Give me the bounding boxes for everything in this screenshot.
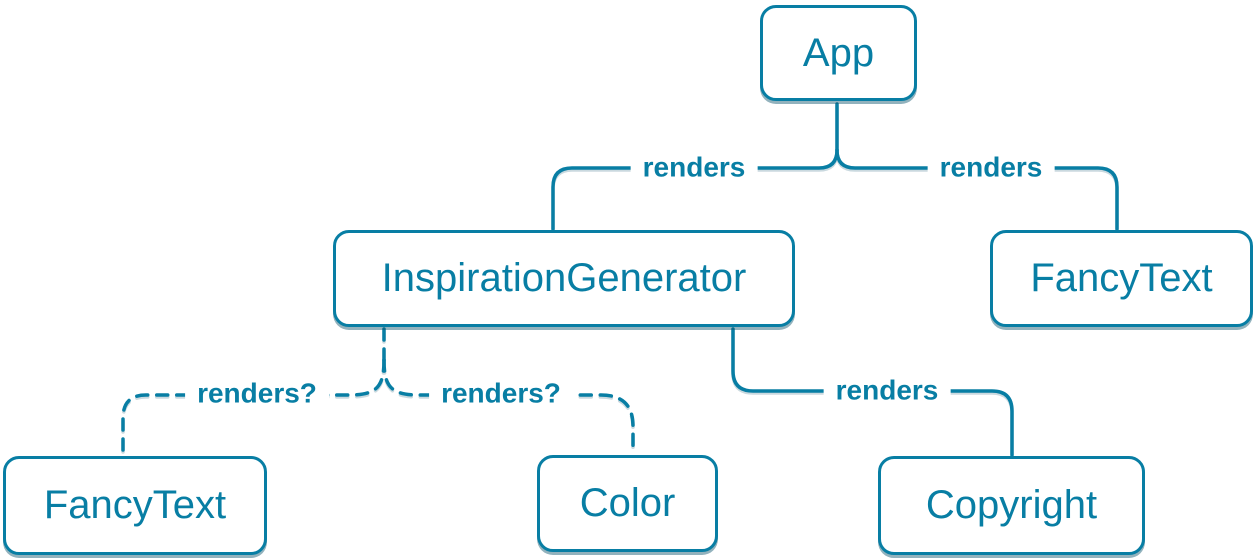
edge-label-renders: renders	[823, 375, 951, 407]
edge-label-renders: renders	[927, 152, 1055, 184]
edge-app-inspirationgenerator	[551, 148, 839, 231]
node-app: App	[760, 5, 917, 101]
edge-label-renders-conditional: renders?	[429, 378, 573, 410]
edge-app-fancytext	[835, 148, 1119, 231]
edge-label-renders: renders	[630, 152, 758, 184]
node-fancy-text-top: FancyText	[990, 230, 1253, 327]
node-color: Color	[537, 455, 718, 552]
node-inspiration-generator: InspirationGenerator	[333, 230, 795, 327]
node-fancy-text-bottom: FancyText	[3, 456, 267, 555]
node-copyright: Copyright	[878, 456, 1145, 555]
edge-label-renders-conditional: renders?	[185, 378, 329, 410]
